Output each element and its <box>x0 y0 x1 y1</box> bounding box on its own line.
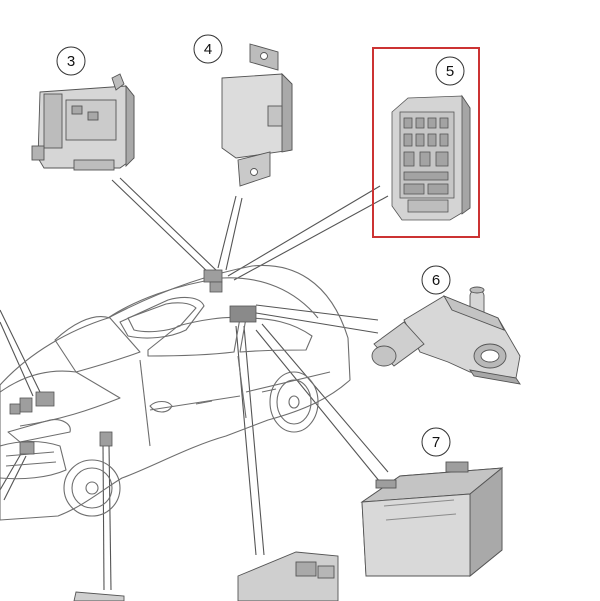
callout-label: 5 <box>446 63 454 80</box>
car-wheels <box>63 371 319 517</box>
battery-7 <box>360 461 504 577</box>
partial-component-bottom-center <box>237 551 339 601</box>
leader-lines <box>0 177 389 591</box>
fuse-box-5 <box>391 94 471 221</box>
component-location-markers <box>9 269 257 455</box>
callout-label: 3 <box>67 53 75 70</box>
callout-6: 6 <box>421 265 451 295</box>
callout-label: 6 <box>432 272 440 289</box>
partial-component-bottom-left <box>73 591 125 601</box>
control-module-3 <box>31 73 135 171</box>
car-outline <box>0 264 351 521</box>
callout-label: 7 <box>432 434 440 451</box>
battery-terminal-6 <box>371 286 521 385</box>
callout-5: 5 <box>435 56 465 86</box>
callout-3: 3 <box>56 46 86 76</box>
highlight-frame <box>372 47 480 238</box>
module-4 <box>221 43 293 187</box>
callout-label: 4 <box>204 41 212 58</box>
callout-7: 7 <box>421 427 451 457</box>
callout-4: 4 <box>193 34 223 64</box>
